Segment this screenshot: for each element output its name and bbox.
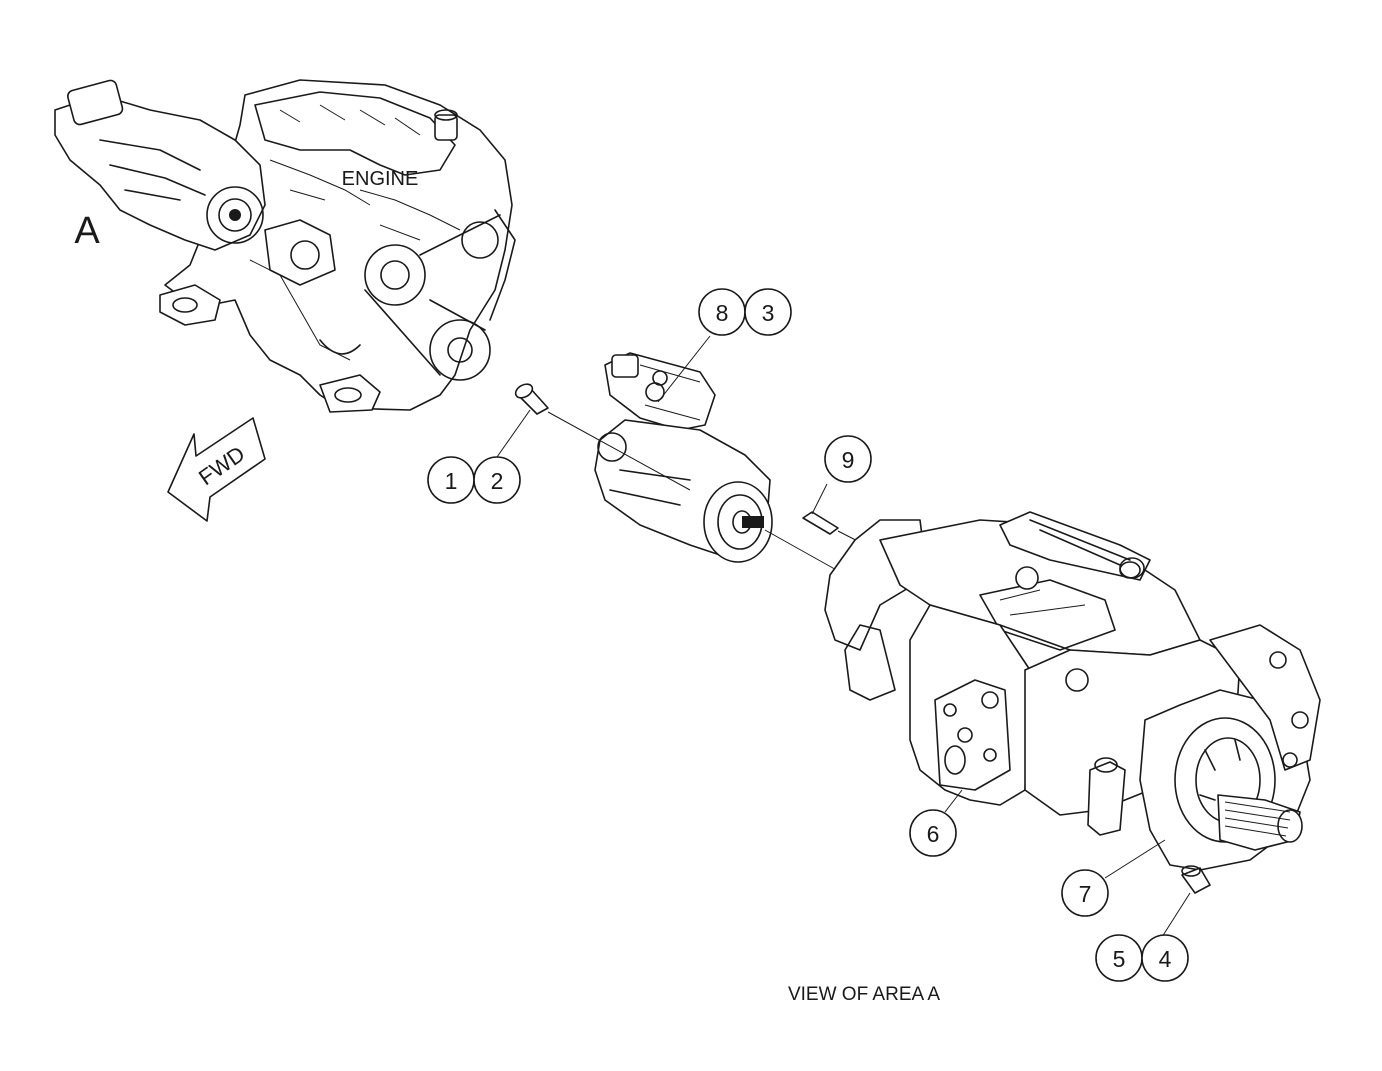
auxiliary-pump (594, 352, 773, 563)
engine-assembly: ENGINE (54, 79, 516, 413)
callout-3: 3 (744, 288, 792, 336)
callout-4-number: 4 (1159, 946, 1172, 972)
assembly-line-shaft (764, 529, 841, 573)
callout-8-number: 8 (716, 300, 729, 326)
callout-7: 7 (1061, 869, 1109, 917)
view-label: A (74, 210, 100, 252)
callout-1: 1 (427, 456, 475, 504)
view-caption: VIEW OF AREA A (788, 984, 940, 1005)
callout-7-number: 7 (1079, 881, 1092, 907)
pin-part (802, 511, 839, 535)
engine-label: ENGINE (342, 168, 419, 190)
leader-lines (496, 335, 1191, 938)
assembly-line-bolt (547, 411, 691, 491)
callout-6: 6 (909, 809, 957, 857)
callout-9: 9 (824, 435, 872, 483)
callout-3-number: 3 (762, 300, 775, 326)
callout-1-number: 1 (445, 468, 458, 494)
main-hydraulic-pump (824, 511, 1321, 894)
callout-6-number: 6 (927, 821, 940, 847)
callout-8: 8 (698, 288, 746, 336)
callout-4: 4 (1141, 934, 1189, 982)
fwd-arrow: FWD (167, 417, 266, 522)
callout-2: 2 (473, 456, 521, 504)
bolt-part (514, 383, 549, 415)
callout-5-number: 5 (1113, 946, 1126, 972)
callout-9-number: 9 (842, 447, 855, 473)
callout-2-number: 2 (491, 468, 504, 494)
callout-5: 5 (1095, 934, 1143, 982)
